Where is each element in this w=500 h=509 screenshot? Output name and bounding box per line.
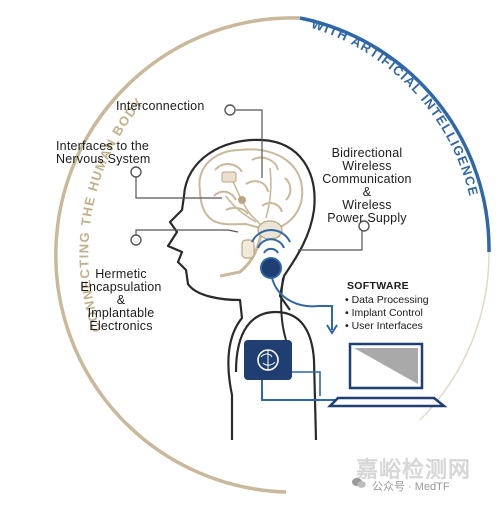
- implant-capsule: [241, 239, 255, 259]
- callout-dot-interconnection: [224, 104, 236, 116]
- label-hermetic-line1: Hermetic: [95, 267, 147, 281]
- label-bidirectional-line5: Wireless: [342, 198, 392, 212]
- label-bidirectional-line1: Bidirectional: [331, 146, 403, 160]
- callout-dot-hermetic: [130, 234, 142, 246]
- label-hermetic-line3: &: [116, 293, 126, 307]
- watermark-sub: 公众号 · MedTF: [372, 481, 450, 493]
- brain-illustration: [198, 148, 304, 239]
- software-title: SOFTWARE: [347, 280, 409, 292]
- callout-lines: [135, 109, 363, 251]
- software-list: Data Processing Implant Control User Int…: [345, 294, 429, 333]
- outer-ring-blue-arc: [299, 16, 491, 253]
- label-interfaces: Interfaces to the Nervous System: [56, 140, 151, 166]
- implant-array: [221, 171, 237, 183]
- neck-line: [280, 277, 287, 341]
- software-item: Implant Control: [345, 307, 429, 320]
- wireless-transmitter: [251, 229, 291, 279]
- software-item: Data Processing: [345, 294, 429, 307]
- software-item: User Interfaces: [345, 320, 429, 333]
- label-bidirectional-line6: Power Supply: [327, 211, 407, 225]
- shoulder-arm-silhouette: [234, 310, 318, 441]
- label-bidirectional-line3: Communication: [322, 172, 412, 186]
- label-interfaces-line2: Nervous System: [56, 152, 151, 166]
- label-bidirectional-line2: Wireless: [342, 159, 392, 173]
- laptop: [326, 342, 448, 408]
- head-silhouette: [166, 138, 316, 440]
- outer-ring-right-lower-arc: [419, 251, 490, 421]
- callout-dot-wireless: [358, 220, 370, 232]
- link-transmitter-to-laptop: [271, 277, 333, 330]
- label-bidirectional-line4: &: [362, 185, 372, 199]
- watermark-main: 嘉峪检测网: [356, 457, 472, 482]
- label-bidirectional: Bidirectional Wireless Communication & W…: [308, 147, 426, 225]
- label-hermetic-line2: Encapsulation: [80, 280, 162, 294]
- label-hermetic-line5: Electronics: [89, 319, 153, 333]
- processor-brain-folds: [260, 350, 276, 370]
- label-interfaces-line1: Interfaces to the: [56, 139, 150, 153]
- link-arrow-head: [326, 324, 338, 335]
- implant-node: [238, 196, 246, 204]
- label-hermetic: Hermetic Encapsulation & Implantable Ele…: [66, 268, 176, 333]
- label-hermetic-line4: Implantable: [87, 306, 155, 320]
- wechat-icon: [352, 478, 366, 488]
- callout-dot-interfaces: [130, 166, 142, 178]
- outer-ring-beige-arc: [54, 16, 301, 494]
- link-processor-to-laptop: [261, 380, 338, 401]
- link-processor-right: [292, 371, 321, 396]
- label-interconnection: Interconnection: [116, 99, 205, 113]
